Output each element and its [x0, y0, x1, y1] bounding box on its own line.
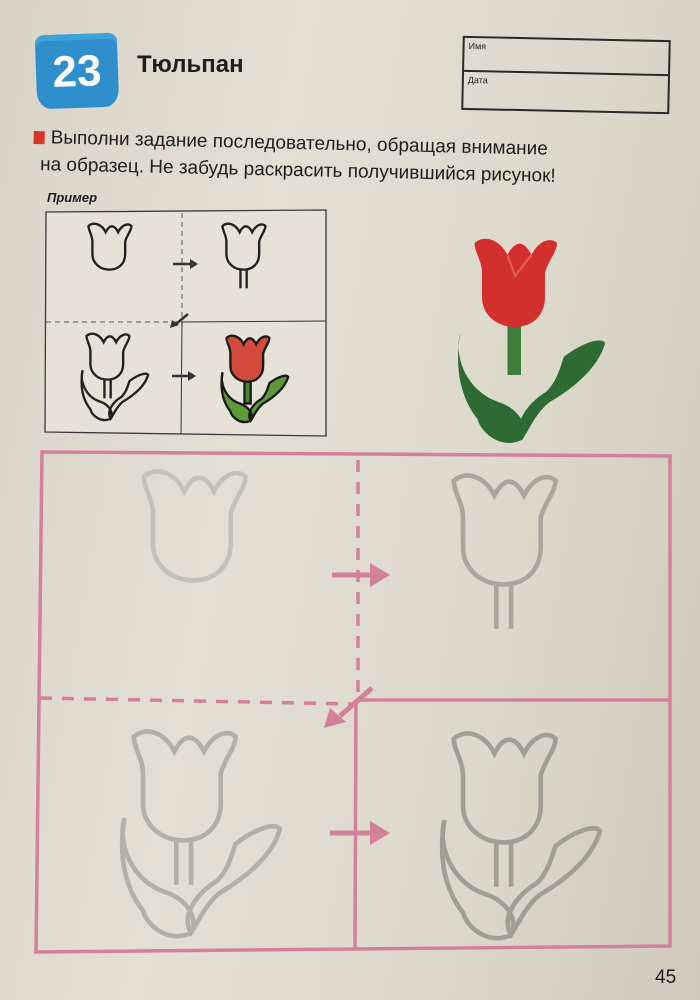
trace-tulip-step-2	[454, 475, 556, 629]
trace-tulip-step-3	[122, 731, 280, 936]
trace-tulip-step-4	[442, 733, 600, 938]
arrow-diagonal-icon	[338, 686, 374, 718]
arrow-right-icon	[172, 371, 196, 381]
example-panel	[44, 209, 327, 437]
arrow-diagonal-icon	[170, 313, 189, 328]
example-label: Пример	[47, 190, 98, 205]
page-number: 45	[655, 967, 677, 988]
worksheet-panel	[34, 450, 672, 954]
trace-tulip-step-1	[144, 471, 246, 580]
arrow-right-icon	[173, 259, 198, 269]
page-title: Тюльпан	[137, 51, 244, 78]
reference-tulip-image	[458, 238, 606, 443]
